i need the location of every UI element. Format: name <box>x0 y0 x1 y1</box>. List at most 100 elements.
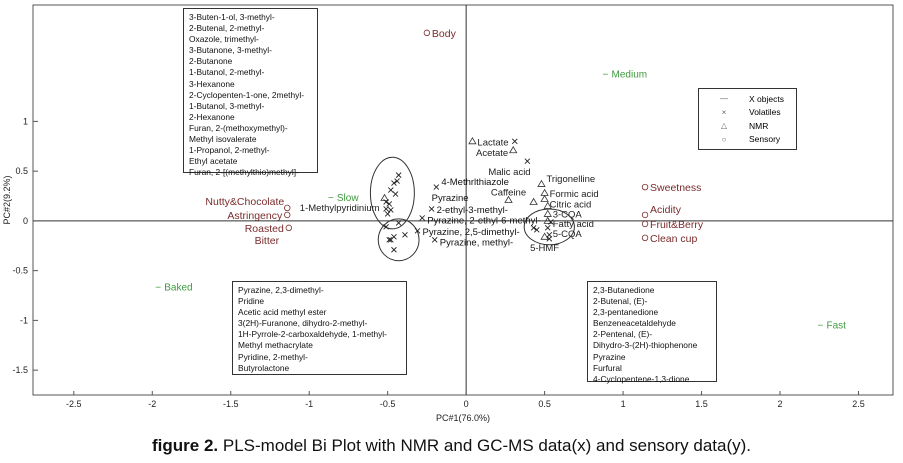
nmr-label: Lactate <box>477 137 508 148</box>
nmr-label: Trigonelline <box>546 174 595 185</box>
nmr-label: Caffeine <box>491 188 526 199</box>
compound-name: 1H-Pyrrole-2-carboxaldehyde, 1-methyl- <box>238 329 387 340</box>
nmr-point <box>537 179 546 187</box>
nmr-label: 3-CQA <box>553 209 583 220</box>
volatile-point <box>548 219 554 225</box>
compound-name: 2-Cyclopenten-1-one, 2methyl- <box>189 89 304 100</box>
sensory-point <box>641 234 649 242</box>
nmr-point <box>509 145 518 154</box>
sensory-label: Body <box>432 28 457 40</box>
x-tick-label: -1 <box>305 399 313 409</box>
x-tick-label: 2 <box>777 399 782 409</box>
y-tick-label: -0.5 <box>12 266 28 276</box>
y-tick-label: -1.5 <box>12 365 28 375</box>
nmr-label: Acetate <box>476 148 508 159</box>
volatile-point <box>524 158 531 165</box>
sensory-label: Roasted <box>245 223 284 235</box>
legend-item: ○Sensory <box>699 133 796 147</box>
volatile-point <box>414 228 421 234</box>
volatile-point <box>530 225 537 231</box>
legend-item: ×Volatiles <box>699 106 796 120</box>
x-tick-label: -0.5 <box>380 399 396 409</box>
nmr-point <box>540 188 549 196</box>
compound-name: Furan, 2-(methoxymethyl)- <box>189 122 288 133</box>
x-tick-label: -2.5 <box>66 399 82 409</box>
y-tick-label: -1 <box>20 315 28 325</box>
volatile-point <box>395 172 402 178</box>
x-object-marker: − <box>155 283 161 294</box>
sensory-label: Acidity <box>650 204 682 216</box>
figure-label: figure 2. <box>152 436 219 455</box>
sensory-point <box>423 29 431 37</box>
volatile-point <box>544 225 551 231</box>
x-object-marker: − <box>603 70 609 81</box>
y-tick-label: 1 <box>23 116 28 126</box>
x-tick-label: 2.5 <box>852 399 865 409</box>
legend-item: △NMR <box>699 119 796 133</box>
volatile-point <box>387 207 394 213</box>
cluster-ellipse <box>377 218 420 262</box>
sensory-point <box>641 220 649 228</box>
volatile-point <box>383 206 389 212</box>
nmr-label: 5-CQA <box>553 229 583 240</box>
volatiles-box-top-left: 3-Buten-1-ol, 3-methyl-2-Butenal, 2-meth… <box>183 8 318 177</box>
volatile-label: Pyrazine, 2,5-dimethyl- <box>422 227 519 238</box>
volatile-point <box>433 184 440 190</box>
compound-name: 1-Butanol, 2-methyl- <box>189 67 265 78</box>
x-tick-label: 0.5 <box>538 399 551 409</box>
nmr-point <box>380 193 389 201</box>
x-object-label: Fast <box>827 320 847 331</box>
x-object-marker: − <box>328 193 334 204</box>
compound-name: 3-Hexanone <box>189 78 235 89</box>
triangle-icon: △ <box>720 121 728 131</box>
volatile-point <box>387 236 394 243</box>
compound-name: Benzeneacetaldehyde <box>593 318 676 329</box>
volatile-point <box>384 211 391 217</box>
nmr-label: Malic acid <box>488 167 530 178</box>
volatile-label: 4-Methrlthiazole <box>441 177 509 188</box>
x-tick-label: 1 <box>621 399 626 409</box>
compound-name: 2-Pentenal, (E)- <box>593 329 653 340</box>
sensory-point <box>284 211 291 219</box>
nmr-point <box>540 232 549 240</box>
volatile-label: Pyrazine, methyl- <box>440 237 513 248</box>
compound-name: Furfural <box>593 362 622 373</box>
cross-icon: × <box>721 107 727 117</box>
nmr-label: Fatty acid <box>553 219 594 230</box>
volatile-point <box>546 235 553 242</box>
nmr-label: 1-Methylpyridinium <box>300 203 380 214</box>
compound-name: 2,3-Butanedione <box>593 285 655 295</box>
nmr-point <box>543 201 552 209</box>
x-tick-label: -1.5 <box>223 399 239 409</box>
sensory-label: Astringency <box>227 210 283 222</box>
volatile-point <box>386 201 393 207</box>
nmr-point <box>543 209 552 217</box>
compound-name: Acetic acid methyl ester <box>238 307 327 318</box>
compound-name: Oxazole, trimethyl- <box>189 34 259 45</box>
volatile-point <box>391 246 397 253</box>
nmr-label: 5-HMF <box>530 243 559 254</box>
compound-name: 2-Butenal, 2-methyl- <box>189 23 265 34</box>
cluster-ellipse <box>369 156 415 230</box>
compound-name: Furan, 2-[(methylthio)methyl]- <box>189 167 299 178</box>
sensory-label: Clean cup <box>650 233 697 245</box>
volatile-point <box>402 232 408 238</box>
volatile-point <box>392 191 399 197</box>
volatile-point <box>428 206 435 212</box>
annotation: Pyrazine <box>432 193 469 204</box>
compound-name: Ethyl acetate <box>189 156 238 167</box>
compound-name: Pyrazine <box>593 351 626 362</box>
compound-name: 2,3-pentanedione <box>593 307 659 318</box>
nmr-label: Citric acid <box>550 200 592 211</box>
volatile-point <box>546 232 553 238</box>
volatile-point <box>395 220 402 226</box>
compound-name: 3-Butanone, 3-methyl- <box>189 45 272 56</box>
cluster-ellipse <box>523 208 575 246</box>
volatile-point <box>533 227 540 233</box>
sensory-label: Fruit&Berry <box>650 219 704 231</box>
sensory-point <box>641 183 649 191</box>
x-object-label: Medium <box>612 70 648 81</box>
volatile-point <box>383 224 389 230</box>
volatile-point <box>511 138 518 145</box>
